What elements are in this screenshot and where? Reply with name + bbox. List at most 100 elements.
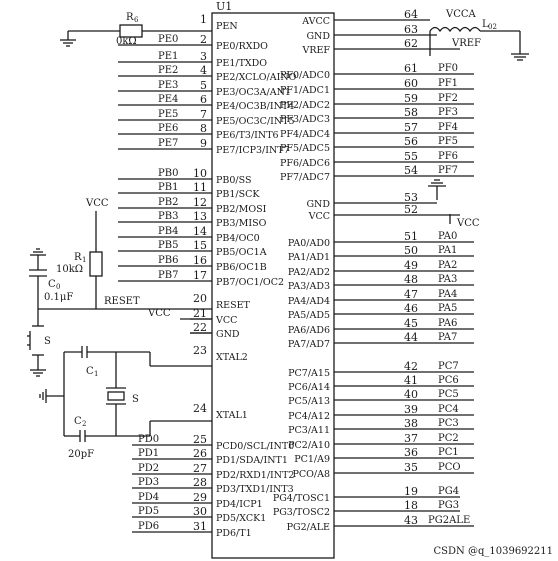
pin-number: 45: [404, 317, 418, 330]
pin-name: PC5/A13: [288, 396, 330, 407]
reset-network: VCC R 1 10kΩ C 0 0.1μF RESET S: [27, 198, 212, 377]
pin-name: VREF: [301, 45, 330, 56]
signal-label: PD6: [138, 521, 159, 532]
pen-resistor-network: R 6 0kΩ: [60, 12, 212, 47]
pin-name: PF1/ADC1: [280, 85, 330, 96]
pin-name: PB7/OC1/OC2: [216, 277, 284, 288]
signal-label: PE5: [158, 109, 178, 120]
pin-number: 41: [404, 374, 418, 387]
signal-label: VREF: [451, 38, 481, 49]
reset-net-label: RESET: [104, 296, 140, 307]
signal-label: PB1: [158, 182, 178, 193]
signal-label: PF0: [438, 63, 458, 74]
pin-name: PD6/T1: [216, 528, 252, 539]
crystal-network: C 1 S C 2 20pF: [39, 346, 212, 460]
c0-value: 0.1μF: [44, 292, 73, 303]
pin-number: 3: [200, 50, 207, 63]
pin-name: PE1/TXDO: [216, 58, 267, 69]
pin-name: PF0/ADC0: [280, 70, 330, 81]
pin-name: PA7/AD7: [288, 339, 330, 350]
signal-label: PD1: [138, 448, 159, 459]
pin-name: AVCC: [301, 16, 330, 27]
pin-number: 1: [200, 13, 207, 26]
pin-number: 13: [193, 210, 207, 223]
r1-value: 10kΩ: [56, 264, 83, 275]
pin-name: PE3/OC3A/AN1: [216, 87, 291, 98]
pin-number: 48: [404, 273, 418, 286]
pin-number: 57: [404, 121, 418, 134]
r6-value: 0kΩ: [116, 36, 137, 47]
pin-name: PE0/RXDO: [216, 41, 268, 52]
signal-label: PC3: [438, 418, 459, 429]
pin-name: PB3/MISO: [216, 218, 267, 229]
pin-number: 54: [404, 164, 418, 177]
chip-designator: U1: [216, 0, 232, 13]
pin-name: PCO/A8: [292, 469, 330, 480]
pin-number: 51: [404, 230, 418, 243]
signal-label: PB0: [158, 168, 178, 179]
left-pin-group: 1PEN2PE0/RXDOPE03PE1/TXDOPE14PE2/XCLO/AI…: [118, 13, 297, 539]
signal-label: PD2: [138, 463, 159, 474]
vcc-top-label: VCC: [85, 198, 109, 209]
pin-number: 42: [404, 360, 418, 373]
pin-number: 17: [193, 269, 207, 282]
signal-label: PC1: [438, 447, 459, 458]
pin-number: 39: [404, 403, 418, 416]
signal-label: PE2: [158, 65, 178, 76]
pin-name: PD1/SDA/INT1: [216, 455, 288, 466]
signal-label: PC2: [438, 433, 459, 444]
pin-number: 49: [404, 259, 418, 272]
inductor-sub: 02: [488, 23, 497, 31]
pin-name: PE5/OC3C/INT5: [216, 116, 295, 127]
pin-name: PB0/SS: [216, 175, 251, 186]
signal-label: PF4: [438, 122, 458, 133]
r1-label: R: [74, 252, 82, 263]
signal-label: PA7: [438, 332, 457, 343]
pin-number: 6: [200, 93, 207, 106]
pin-name: VCC: [308, 211, 330, 222]
signal-label: PE3: [158, 80, 178, 91]
signal-label: VCC: [456, 218, 480, 229]
pin-name: PE4/OC3B/INT4: [216, 101, 294, 112]
signal-label: PE0: [158, 34, 178, 45]
crystal-label: S: [132, 394, 139, 405]
switch-label: S: [44, 336, 51, 347]
pin-number: 2: [200, 33, 207, 46]
pin-number: 53: [404, 191, 418, 204]
pin-number: 25: [193, 433, 207, 446]
pin-number: 47: [404, 288, 418, 301]
pin-name: PE6/T3/INT6: [216, 130, 279, 141]
signal-label: PC7: [438, 361, 459, 372]
pin-number: 58: [404, 106, 418, 119]
pin-number: 12: [193, 196, 207, 209]
inductor-label: L: [482, 19, 489, 30]
pin-number: 8: [200, 122, 207, 135]
pin-name: GND: [306, 199, 330, 210]
pin-number: 31: [193, 520, 207, 533]
pin-name: PEN: [216, 21, 238, 32]
pin-number: 19: [404, 485, 418, 498]
signal-label: PF7: [438, 165, 458, 176]
